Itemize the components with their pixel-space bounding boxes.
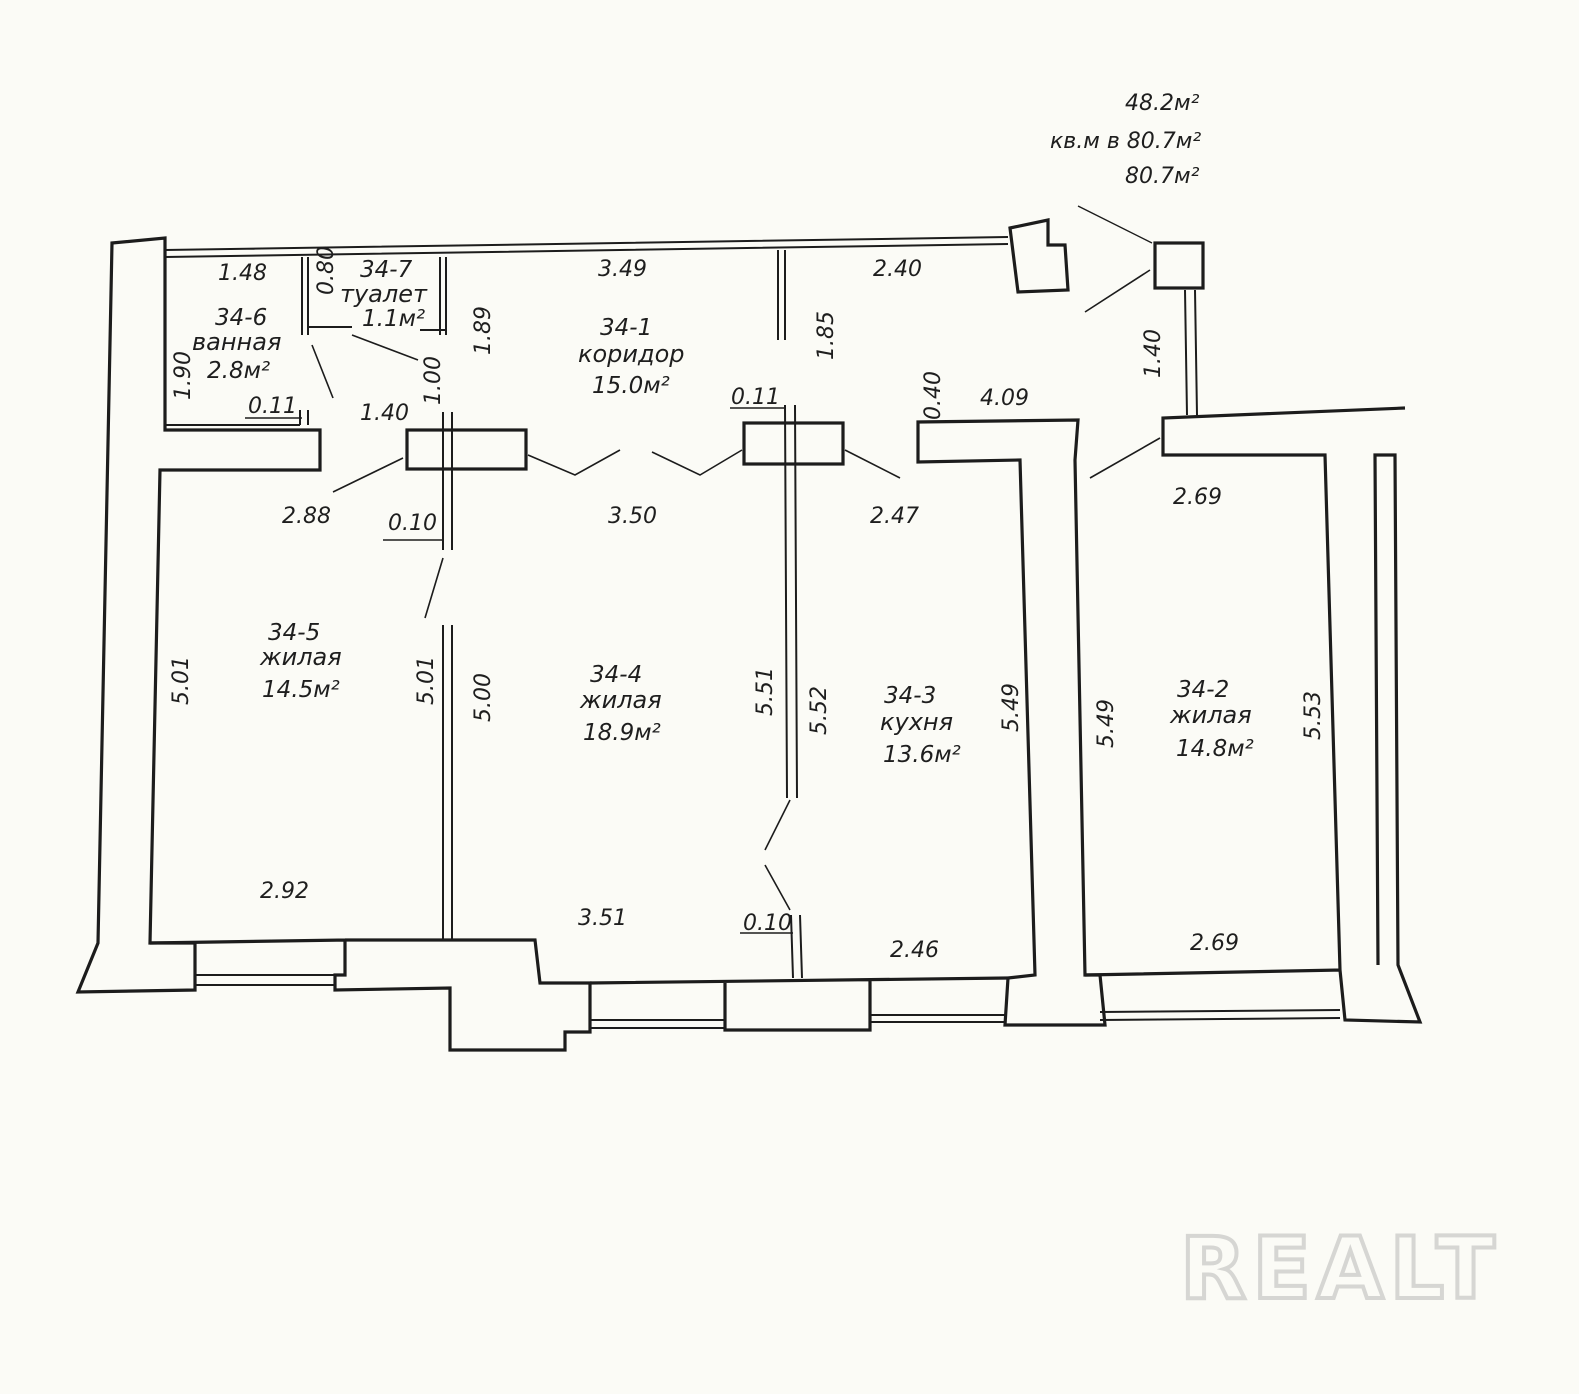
totals-block: 48.2м² кв.м в 80.7м² 80.7м² <box>1050 91 1201 189</box>
room-1-name: коридор <box>578 340 685 368</box>
room-3-num: 34-3 <box>884 683 936 709</box>
partition-5-4-bottom <box>442 625 453 940</box>
dim-501-b: 5.01 <box>414 656 439 705</box>
room-4-num: 34-4 <box>590 662 642 688</box>
dim-140-right: 1.40 <box>1141 329 1166 378</box>
left-window <box>195 974 335 986</box>
room-6-area: 2.8м² <box>207 358 270 384</box>
room-6-name: ванная <box>192 328 281 356</box>
room-7-num: 34-7 <box>360 257 413 283</box>
room-5-num: 34-5 <box>268 620 320 646</box>
bottom-window-kitchen <box>870 1014 1005 1023</box>
room-7-name: туалет <box>340 280 428 308</box>
room-4-name: жилая <box>579 686 662 714</box>
room-1-num: 34-1 <box>600 315 652 341</box>
room-6-num: 34-6 <box>215 305 267 331</box>
door-room5-swing <box>424 557 444 619</box>
bottom-pier-mid <box>589 976 1009 1032</box>
dim-553: 5.53 <box>1301 691 1326 740</box>
column-right <box>1153 241 1205 290</box>
dim-269-bottom: 2.69 <box>1190 931 1239 956</box>
dim-292: 2.92 <box>260 879 309 904</box>
dim-140-hall: 1.40 <box>360 401 409 426</box>
door-kitchen <box>844 449 901 479</box>
dim-010-a: 0.10 <box>388 511 437 536</box>
door-toilet <box>351 334 419 361</box>
door-room2 <box>1089 437 1161 479</box>
room-2-area: 14.8м² <box>1176 736 1254 762</box>
door-corridor-right <box>651 449 743 476</box>
room-2-num: 34-2 <box>1177 677 1229 703</box>
dim-349: 3.49 <box>598 257 647 282</box>
lintel-left <box>405 428 528 471</box>
mid-right-wall <box>916 418 1107 1027</box>
bath-partition <box>301 257 447 335</box>
room-2-name: жилая <box>1169 701 1252 729</box>
top-wall <box>164 236 1009 258</box>
realt-watermark: REALT <box>1180 1219 1501 1319</box>
dim-269-top: 2.69 <box>1173 485 1222 510</box>
room-5-name: жилая <box>259 643 342 671</box>
dim-240: 2.40 <box>873 257 922 282</box>
room-labels: 34-7 туалет 1.1м² 34-6 ванная 2.8м² 34-1… <box>192 257 1254 768</box>
door-bath <box>311 344 334 399</box>
partition-4-3-top <box>784 404 798 799</box>
dim-549-a: 5.49 <box>999 683 1024 732</box>
room-3-area: 13.6м² <box>883 742 961 768</box>
partition-4-3-bottom <box>790 914 803 979</box>
dim-011-a: 0.11 <box>248 394 297 419</box>
dim-010-b: 0.10 <box>743 911 792 936</box>
dim-190: 1.90 <box>171 351 196 400</box>
dim-409: 4.09 <box>980 386 1029 411</box>
bottom-wall-left <box>149 938 592 1052</box>
door-room5 <box>332 457 404 493</box>
room-7-area: 1.1м² <box>362 306 425 332</box>
dim-100: 1.00 <box>421 356 446 405</box>
total-line-3: 80.7м² <box>1125 164 1200 189</box>
dim-501-a: 5.01 <box>169 656 194 705</box>
dim-246: 2.46 <box>890 938 939 963</box>
corridor-stub <box>777 250 786 340</box>
room-1-area: 15.0м² <box>592 373 670 399</box>
dimension-labels: 1.48 0.80 3.49 2.40 1.89 1.85 1.90 1.00 … <box>169 246 1326 963</box>
dim-551: 5.51 <box>753 667 778 716</box>
dim-288: 2.88 <box>282 504 331 529</box>
dim-185: 1.85 <box>814 311 839 360</box>
total-line-1: 48.2м² <box>1125 91 1200 116</box>
left-wall <box>75 236 322 994</box>
leader-totals <box>1077 205 1153 244</box>
right-room-walls <box>1084 406 1423 1024</box>
dim-351: 3.51 <box>578 906 627 931</box>
dim-552: 5.52 <box>807 686 832 735</box>
door-entry <box>1084 269 1151 313</box>
partitions <box>165 250 845 979</box>
door-kitchen-low <box>764 799 791 911</box>
door-corridor-left <box>527 449 621 476</box>
walls <box>75 218 1423 1052</box>
dim-350: 3.50 <box>608 504 657 529</box>
dim-011-b: 0.11 <box>731 385 780 410</box>
door-swings <box>245 205 1161 934</box>
room-4-area: 18.9м² <box>583 720 661 746</box>
dim-500: 5.00 <box>471 673 496 722</box>
vent-shaft <box>1008 218 1070 294</box>
dim-148: 1.48 <box>218 261 267 286</box>
bottom-window-right <box>1099 1009 1341 1021</box>
column-stem <box>1184 289 1198 416</box>
dim-189: 1.89 <box>471 306 496 355</box>
room-3-name: кухня <box>880 708 953 736</box>
dim-080: 0.80 <box>314 246 339 295</box>
dim-549-b: 5.49 <box>1094 699 1119 748</box>
lintel-mid <box>742 421 845 466</box>
total-line-2: кв.м в 80.7м² <box>1050 129 1201 154</box>
room-5-area: 14.5м² <box>262 677 340 703</box>
dim-040: 0.40 <box>921 371 946 420</box>
dim-247: 2.47 <box>870 504 919 529</box>
partition-5-4-top <box>442 412 453 550</box>
bottom-window-mid <box>590 1019 725 1029</box>
